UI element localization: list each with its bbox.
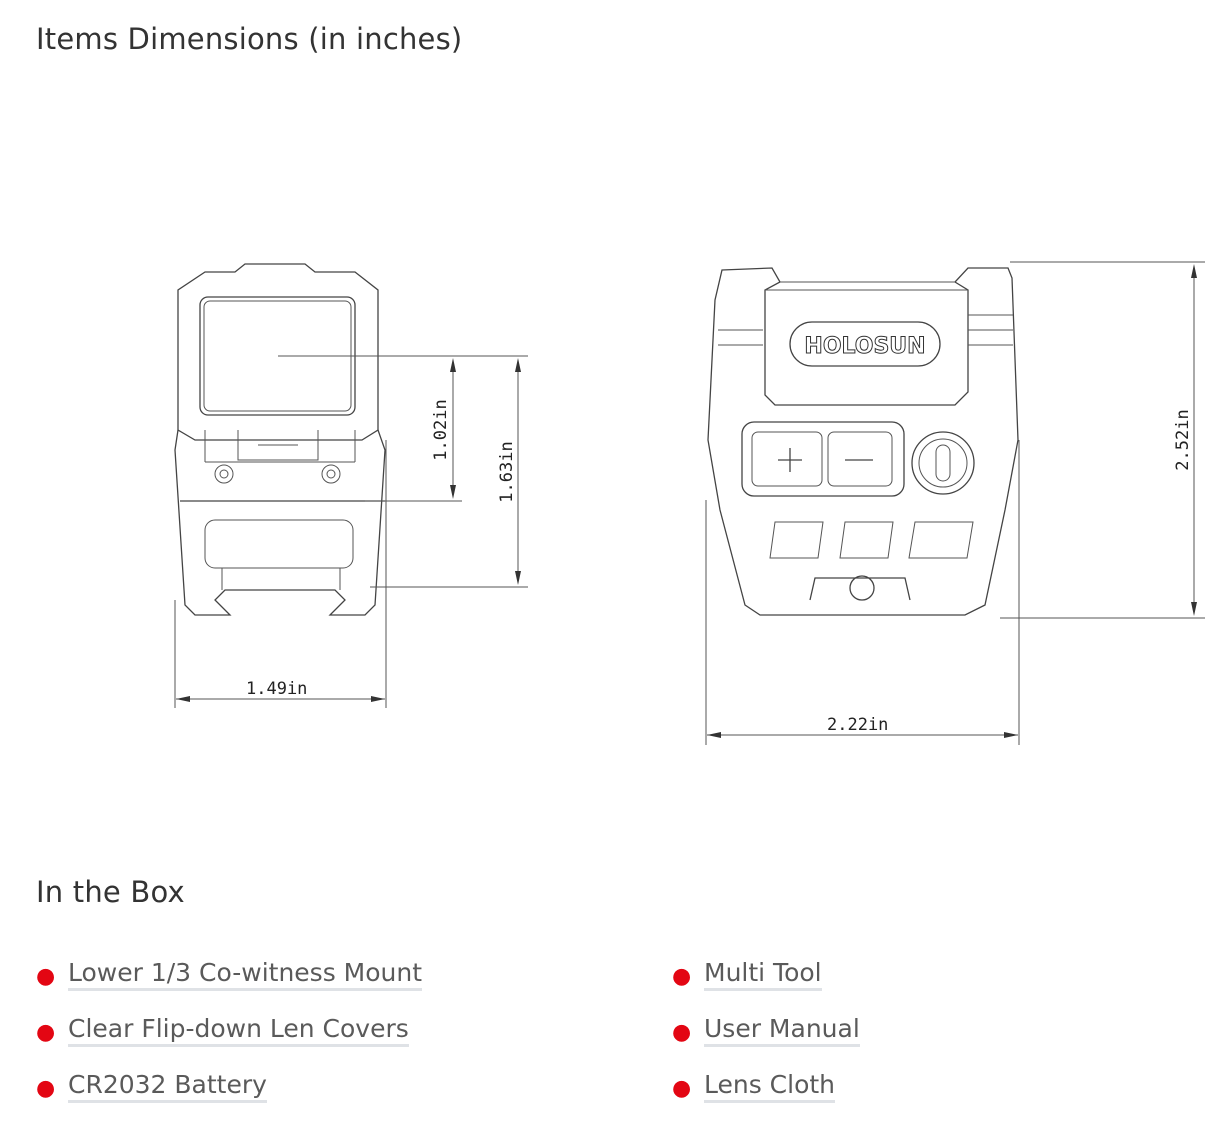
item-link[interactable]: Lens Cloth [704,1070,836,1103]
bullet-icon: ● [672,1020,692,1045]
rear-height-label: 2.52in [1173,409,1193,470]
item-link[interactable]: Lower 1/3 Co-witness Mount [68,958,423,991]
holosun-logo: HOLOSUN [804,334,925,359]
bullet-icon: ● [672,1076,692,1101]
rear-view-drawing: HOLOSUN 2.22in 2.52in [705,261,1205,745]
optic-height-label: 1.63in [497,441,517,502]
plus-button-icon [778,448,802,472]
window-height-label: 1.02in [431,399,451,460]
bullet-icon: ● [36,1020,56,1045]
bullet-icon: ● [672,964,692,989]
item-link[interactable]: CR2032 Battery [68,1070,267,1103]
front-width-label: 1.49in [246,679,307,699]
rear-width-label: 2.22in [827,715,888,735]
front-view-drawing: 1.49in 1.02in 1.63in [174,263,528,708]
bullet-icon: ● [36,1076,56,1101]
dimensions-heading: Items Dimensions (in inches) [36,22,463,56]
in-the-box-heading: In the Box [36,875,185,909]
bullet-icon: ● [36,964,56,989]
item-link[interactable]: Multi Tool [704,958,822,991]
item-link[interactable]: Clear Flip-down Len Covers [68,1014,409,1047]
item-link[interactable]: User Manual [704,1014,860,1047]
dimension-diagram: 1.49in 1.02in 1.63in HOLOSUN 2.22in 2.52… [174,261,1205,745]
